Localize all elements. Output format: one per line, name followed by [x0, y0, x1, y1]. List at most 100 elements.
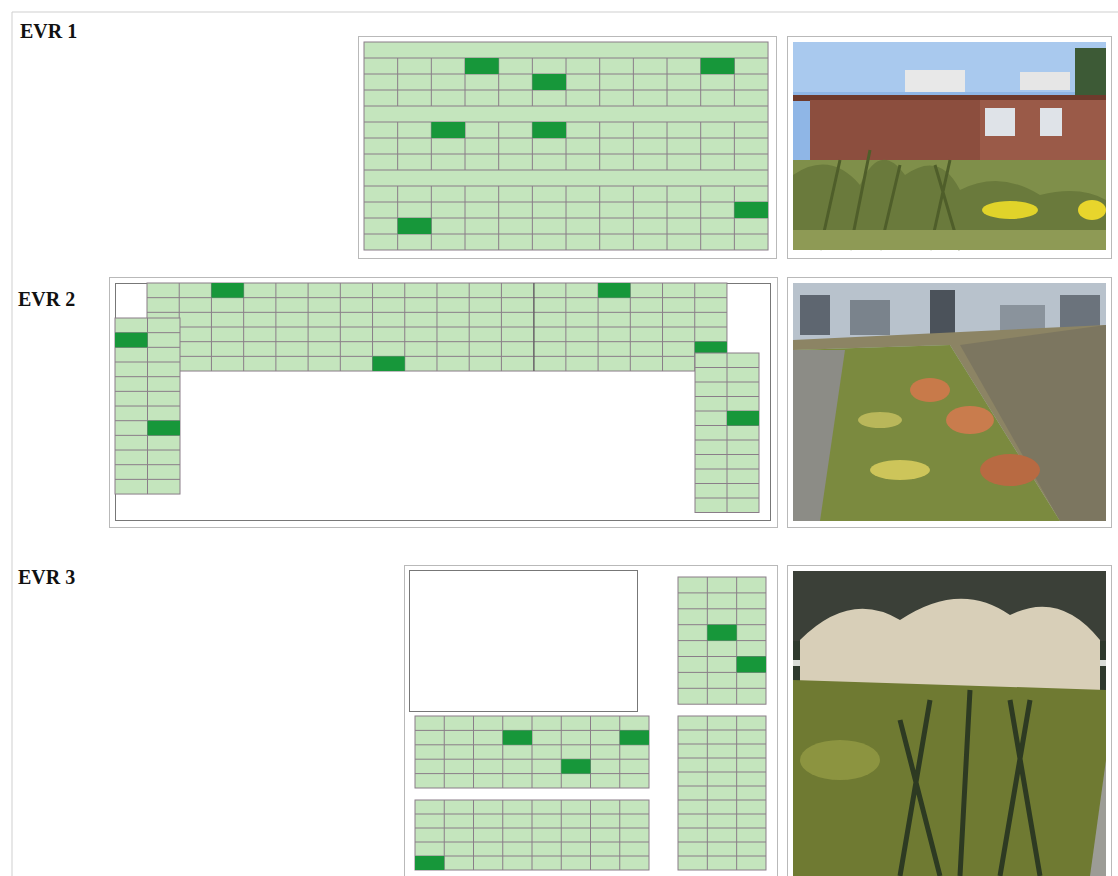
grid-line	[308, 298, 309, 313]
sample-cell	[532, 74, 566, 90]
grid-line	[397, 186, 398, 202]
planter-area	[415, 800, 649, 870]
grid-line	[211, 342, 212, 357]
grid-line	[678, 856, 766, 857]
grid-line	[532, 814, 533, 828]
grid-line	[211, 298, 212, 313]
sample-cell	[707, 625, 736, 641]
grid-line	[444, 716, 445, 730]
grid-line	[469, 312, 470, 327]
planter-area	[147, 283, 727, 371]
planter-grid	[678, 716, 766, 870]
grid-line	[598, 356, 599, 371]
grid-line	[308, 356, 309, 371]
grid-line	[431, 138, 432, 154]
grid-line	[734, 186, 735, 202]
sample-cell	[598, 283, 630, 298]
grid-line	[734, 138, 735, 154]
grid-line	[469, 327, 470, 342]
sample-cell	[727, 411, 759, 426]
grid-line	[308, 312, 309, 327]
grid-line	[532, 716, 533, 730]
grid-line	[431, 234, 432, 250]
grid-line	[444, 774, 445, 788]
grid-line	[565, 356, 566, 371]
grid-line	[275, 298, 276, 313]
grid-line	[707, 758, 708, 772]
grid-line	[465, 186, 466, 202]
grid-line	[633, 58, 634, 74]
grid-line	[736, 716, 737, 730]
grid-line	[736, 672, 737, 688]
frame-line	[12, 12, 1118, 13]
grid-line	[619, 800, 620, 814]
grid-line	[736, 744, 737, 758]
sample-cell	[148, 421, 181, 436]
grid-line	[147, 362, 148, 377]
grid-line	[599, 186, 600, 202]
grid-line	[598, 312, 599, 327]
sample-cell	[561, 759, 590, 773]
grid-line	[473, 716, 474, 730]
grid-line	[243, 342, 244, 357]
grid-line	[444, 800, 445, 814]
grid-line	[630, 342, 631, 357]
grid-line	[734, 90, 735, 106]
grid-line	[678, 730, 766, 731]
plan-frame	[110, 278, 778, 528]
grid-line	[532, 154, 533, 170]
grid-line	[397, 90, 398, 106]
grid-line	[633, 122, 634, 138]
grid-line	[678, 608, 766, 609]
grid-line	[561, 856, 562, 870]
planter-grid	[364, 42, 768, 250]
photo-frame	[788, 37, 1112, 259]
grid-line	[694, 327, 695, 342]
photo-roof-2	[793, 283, 1106, 521]
grid-line	[397, 58, 398, 74]
planter-area	[115, 318, 180, 494]
sample-cell	[465, 58, 499, 74]
grid-line	[633, 74, 634, 90]
planter-area	[364, 42, 768, 250]
grid-line	[469, 283, 470, 298]
grid-line	[736, 828, 737, 842]
grid-line	[561, 800, 562, 814]
planter-grid	[147, 283, 727, 371]
sample-cell	[734, 202, 768, 218]
photo-frame	[788, 278, 1112, 528]
grid-line	[498, 90, 499, 106]
grid-line	[590, 716, 591, 730]
grid-line	[566, 58, 567, 74]
grid-line	[662, 283, 663, 298]
grid-line	[498, 138, 499, 154]
grid-line	[444, 759, 445, 773]
grid-line	[501, 298, 502, 313]
grid-line	[707, 716, 708, 730]
grid-line	[275, 283, 276, 298]
grid-line	[404, 283, 405, 298]
grid-line	[633, 218, 634, 234]
grid-line	[662, 356, 663, 371]
planter-grid	[415, 716, 649, 788]
grid-line	[633, 186, 634, 202]
grid-line	[590, 814, 591, 828]
grid-line	[700, 138, 701, 154]
grid-line	[404, 298, 405, 313]
roof-label: EVR 2	[18, 288, 75, 311]
grid-line	[727, 382, 728, 397]
grid-line	[561, 828, 562, 842]
grid-line	[473, 842, 474, 856]
grid-line	[707, 688, 708, 704]
grid-line	[734, 234, 735, 250]
grid-line	[734, 122, 735, 138]
grid-line	[561, 716, 562, 730]
grid-line	[436, 356, 437, 371]
sample-cell	[373, 356, 405, 371]
grid-line	[599, 138, 600, 154]
grid-line	[147, 450, 148, 465]
grid-line	[566, 154, 567, 170]
grid-line	[431, 186, 432, 202]
grid-line	[501, 342, 502, 357]
